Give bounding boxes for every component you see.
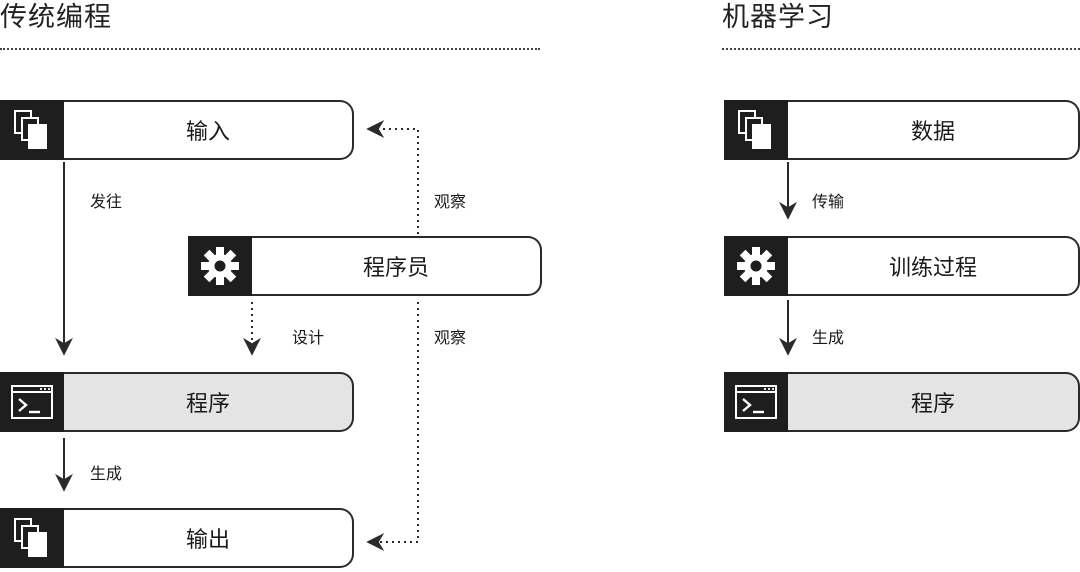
training-node: 训练过程 [724, 236, 1080, 296]
data-node: 数据 [724, 100, 1080, 160]
traditional-title: 传统编程 [0, 2, 112, 33]
edge-generate-label: 生成 [90, 464, 123, 483]
data-label: 数据 [910, 120, 955, 145]
edge-observe-input [366, 120, 419, 234]
input-label: 输入 [185, 120, 230, 145]
training-label: 训练过程 [888, 256, 977, 281]
gear-icon [188, 236, 252, 296]
program-node: 程序 [0, 372, 354, 432]
edge-transfer-label: 传输 [812, 192, 845, 211]
input-node: 输入 [0, 100, 354, 160]
edge-observe-bottom-label: 观察 [434, 328, 467, 347]
edge-design-label: 设计 [292, 328, 325, 347]
documents-icon [0, 100, 64, 160]
output-label: 输出 [185, 528, 230, 553]
documents-icon [0, 508, 64, 568]
program-label: 程序 [185, 392, 230, 417]
ml-program-label: 程序 [910, 392, 955, 417]
programmer-node: 程序员 [188, 236, 542, 296]
edge-observe-top-label: 观察 [434, 192, 467, 211]
ml-title: 机器学习 [722, 2, 834, 33]
ml-program-node: 程序 [724, 372, 1080, 432]
programmer-label: 程序员 [362, 256, 429, 281]
edge-observe-output [366, 302, 419, 551]
output-node: 输出 [0, 508, 354, 568]
documents-icon [724, 100, 788, 160]
terminal-icon [724, 372, 788, 432]
edge-ml-generate-label: 生成 [812, 328, 845, 347]
ml-divider [722, 48, 1080, 50]
gear-icon [724, 236, 788, 296]
traditional-divider [0, 48, 540, 50]
edge-send-label: 发往 [90, 192, 123, 211]
terminal-icon [0, 372, 64, 432]
